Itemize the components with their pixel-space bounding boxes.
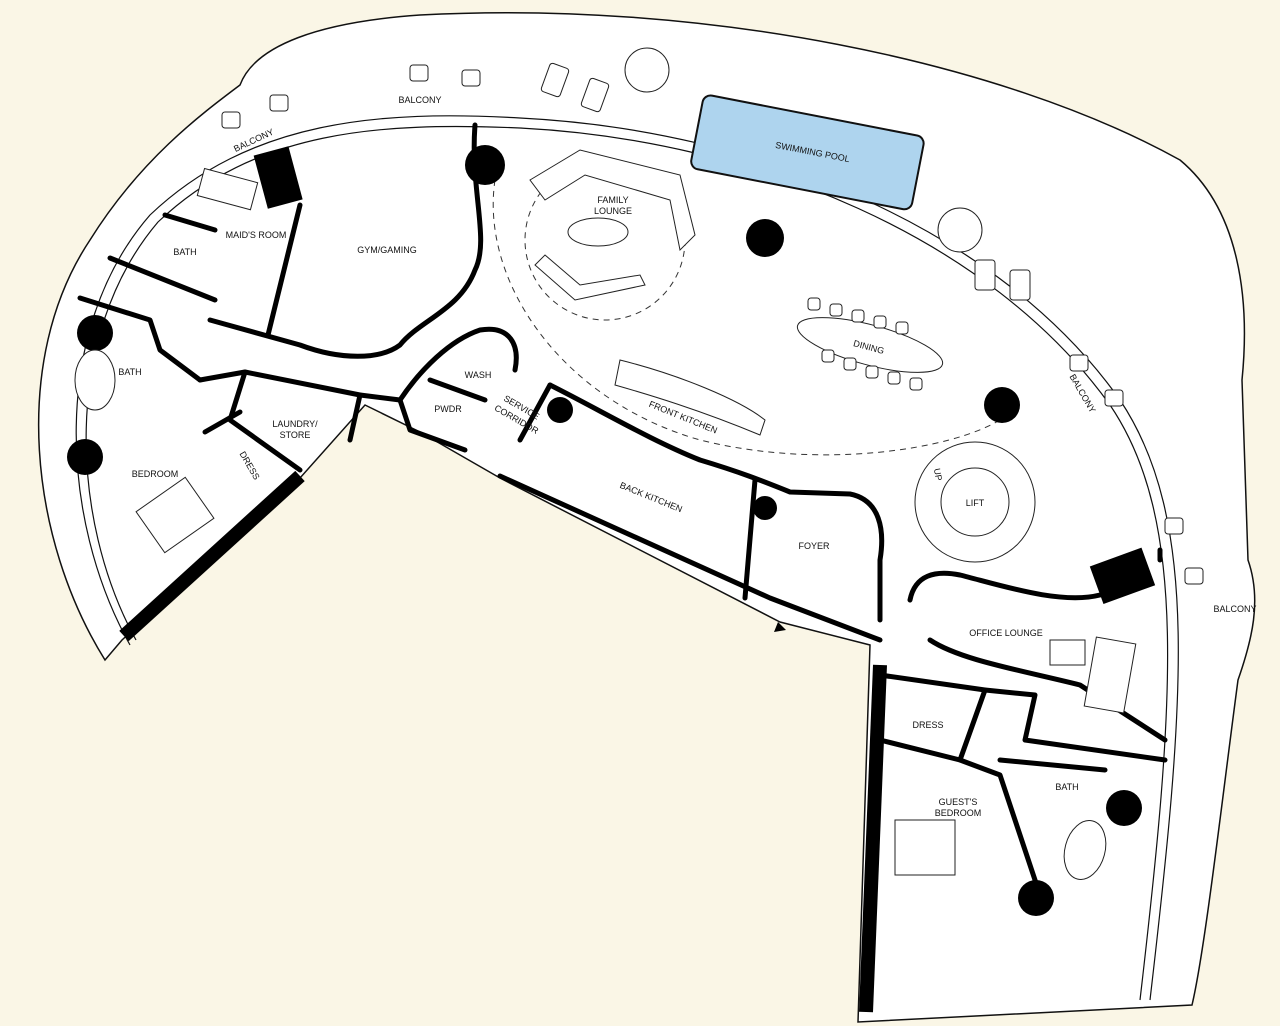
balcony-outline: [37, 11, 1256, 1023]
interior-walls: [77, 122, 1168, 898]
label-wash: WASH: [465, 370, 492, 380]
label-lift: LIFT: [966, 498, 985, 508]
label-family-lounge: FAMILY: [597, 195, 628, 205]
shaft-right: [1089, 547, 1156, 605]
label-up: UP: [932, 467, 944, 481]
furniture: [74, 47, 1204, 880]
label-bath: BATH: [173, 247, 196, 257]
wall-guest-outer: [859, 664, 887, 1013]
label-bedroom: BEDROOM: [132, 469, 179, 479]
columns: [67, 145, 1142, 916]
wall-left-outer: [119, 470, 305, 642]
label-bath: BATH: [118, 367, 141, 377]
swimming-pool: [690, 94, 925, 211]
label-balcony: BALCONY: [1213, 604, 1256, 614]
label-maids-room: MAID'S ROOM: [226, 230, 287, 240]
lift-shaft: [940, 467, 1010, 537]
label-foyer: FOYER: [798, 541, 830, 551]
label-office-lounge: OFFICE LOUNGE: [969, 628, 1043, 638]
label-guests-bedroom: GUEST'S: [939, 797, 978, 807]
label-gym: GYM/GAMING: [357, 245, 417, 255]
shaft-left: [253, 146, 303, 209]
living-area-boundary: [492, 179, 1001, 456]
label-dress: DRESS: [912, 720, 943, 730]
wall-kitchen-outer: [497, 473, 883, 643]
label-family-lounge: LOUNGE: [594, 206, 632, 216]
label-laundry: LAUNDRY/: [272, 419, 318, 429]
label-guests-bedroom: BEDROOM: [935, 808, 982, 818]
label-laundry: STORE: [280, 430, 311, 440]
label-balcony: BALCONY: [398, 95, 441, 105]
label-bath: BATH: [1055, 782, 1078, 792]
label-pwdr: PWDR: [434, 404, 462, 414]
entrance-arrow-icon: [774, 622, 786, 632]
